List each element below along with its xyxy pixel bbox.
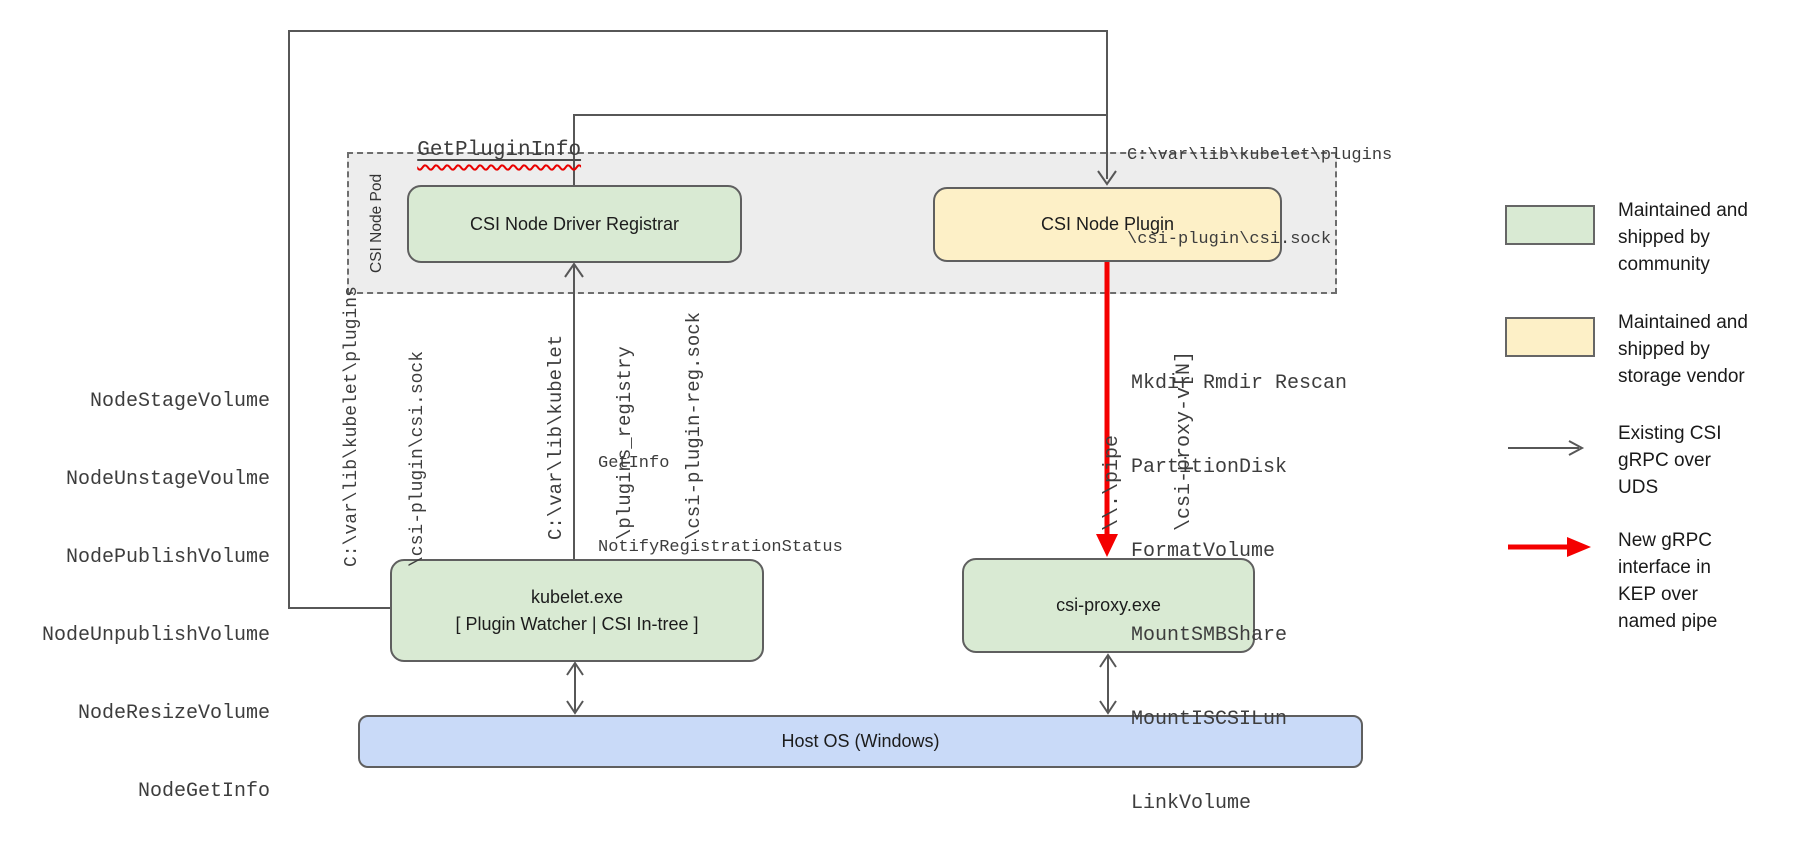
list-item: PartitionDisk xyxy=(1131,456,1288,479)
legend-line: gRPC over xyxy=(1618,450,1711,471)
legend-line: Maintained and xyxy=(1618,200,1748,221)
legend-line: UDS xyxy=(1618,477,1659,498)
list-item: NodeStageVolume xyxy=(89,390,270,413)
legend-vendor-swatch xyxy=(1505,317,1595,357)
legend-vendor-text: Maintained and shipped by storage vendor xyxy=(1618,309,1808,390)
vertical-path-line: C:\var\lib\kubelet xyxy=(545,334,567,540)
red-arrowhead-into-csiproxy xyxy=(1096,534,1118,557)
host-os-label: Host OS (Windows) xyxy=(781,731,940,751)
legend-uds-arrow-icon xyxy=(1508,440,1585,456)
csi-proxy-ops-list: Mkdir Rmdir Rescan PartitionDisk FormatV… xyxy=(1131,314,1391,842)
list-item: NodeUnpublishVolume xyxy=(41,624,270,647)
legend-namedpipe-text: New gRPC interface in KEP over named pip… xyxy=(1618,527,1808,635)
legend-namedpipe-arrow-icon xyxy=(1508,537,1591,557)
named-pipe-vertical-label: \\.\pipe \csi-proxy-v[N] xyxy=(1053,329,1196,531)
vertical-path-line: C:\var\lib\kubelet\plugins xyxy=(342,286,362,567)
legend-line: community xyxy=(1618,254,1710,275)
csi-node-driver-registrar-box: CSI Node Driver Registrar xyxy=(407,185,742,263)
list-item: LinkVolume xyxy=(1131,792,1252,815)
csi-sock-path-vertical-label: C:\var\lib\kubelet\plugins \csi-plugin\c… xyxy=(297,275,428,567)
legend-community-text: Maintained and shipped by community xyxy=(1618,197,1808,278)
legend-community-swatch xyxy=(1505,205,1595,245)
host-os-box: Host OS (Windows) xyxy=(358,715,1363,768)
list-item: FormatVolume xyxy=(1131,540,1276,563)
legend-line: New gRPC xyxy=(1618,530,1712,551)
getplugininfo-text: GetPluginInfo xyxy=(417,139,582,162)
arrowhead-down-hostos-left xyxy=(566,700,584,715)
kubelet-subtitle: [ Plugin Watcher | CSI In-tree ] xyxy=(455,613,699,634)
list-item: NodeResizeVolume xyxy=(77,702,270,725)
legend-uds-text: Existing CSI gRPC over UDS xyxy=(1618,420,1808,501)
legend-line: Maintained and xyxy=(1618,312,1748,333)
arrowhead-down-hostos-right xyxy=(1099,700,1117,715)
legend-line: named pipe xyxy=(1618,611,1718,632)
vertical-path-line: \\.\pipe xyxy=(1101,434,1124,531)
getplugininfo-underline: GetPluginInfo xyxy=(417,139,581,162)
legend-line: shipped by xyxy=(1618,227,1710,248)
legend-line: KEP over xyxy=(1618,584,1698,605)
csi-sock-path-line2: \csi-plugin\csi.sock xyxy=(1127,230,1332,249)
csi-sock-path-line1: C:\var\lib\kubelet\plugins xyxy=(1127,146,1393,165)
arrowhead-up-kubelet xyxy=(566,661,584,676)
vertical-path-line: \csi-plugin-reg.sock xyxy=(683,311,705,540)
list-item: NodeGetInfo xyxy=(137,780,270,803)
legend-line: Existing CSI xyxy=(1618,423,1722,444)
legend-line: storage vendor xyxy=(1618,366,1745,387)
arrowhead-up-csiproxy xyxy=(1099,653,1117,668)
legend-line: interface in xyxy=(1618,557,1711,578)
vertical-path-line: \plugins_registry xyxy=(614,346,636,540)
vertical-path-line: \csi-plugin\csi.sock xyxy=(408,350,428,567)
list-item: Mkdir Rmdir Rescan xyxy=(1131,372,1348,395)
list-item: NodeUnstageVoulme xyxy=(65,468,270,491)
csi-node-driver-registrar-label: CSI Node Driver Registrar xyxy=(469,213,680,234)
registration-sock-vertical-label: C:\var\lib\kubelet \plugins_registry \cs… xyxy=(499,308,705,540)
vertical-path-line: \csi-proxy-v[N] xyxy=(1173,350,1196,531)
csi-sock-path-label: C:\var\lib\kubelet\plugins \csi-plugin\c… xyxy=(1127,86,1392,282)
list-item: MountSMBShare xyxy=(1131,624,1288,647)
list-item: MountISCSILun xyxy=(1131,708,1288,731)
getplugininfo-label: GetPluginInfo xyxy=(392,116,581,162)
list-item: NodePublishVolume xyxy=(65,546,270,569)
csi-node-pod-label: CSI Node Pod xyxy=(368,173,385,273)
legend-line: shipped by xyxy=(1618,339,1710,360)
kubelet-node-ops-list: NodeStageVolume NodeUnstageVoulme NodePu… xyxy=(20,337,270,842)
